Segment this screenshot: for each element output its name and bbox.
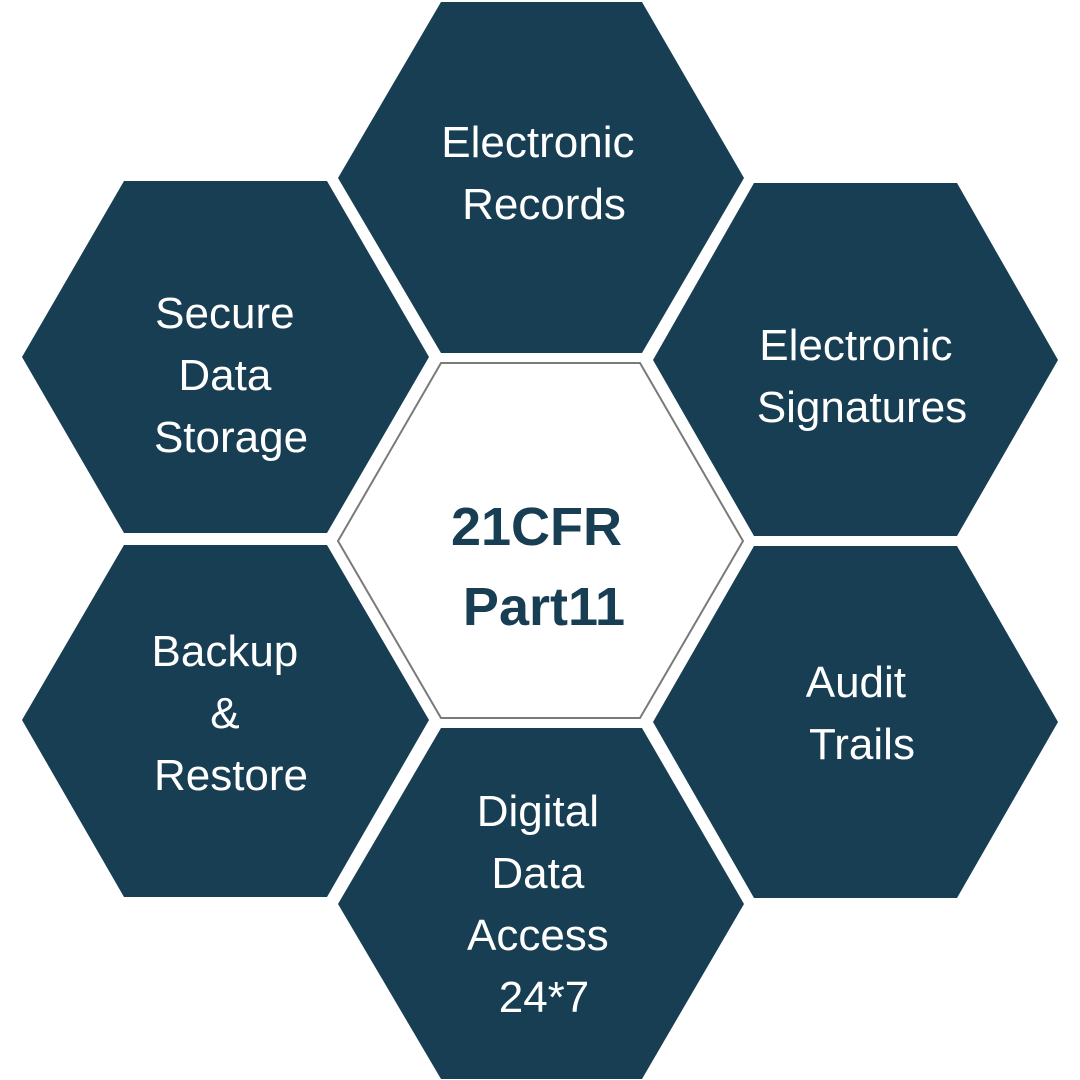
segment-hexagon bbox=[338, 728, 744, 1079]
segment-label-line: Restore bbox=[154, 751, 308, 800]
segment-digital-data-access: Digital Data Access 24*7 bbox=[338, 728, 744, 1079]
center-hexagon: 21CFR Part11 bbox=[336, 362, 745, 719]
segment-label-line: & bbox=[210, 689, 239, 738]
center-title-line: 21CFR bbox=[451, 497, 622, 557]
segment-label-line: Data bbox=[491, 849, 584, 898]
segment-label: Backup & Restore bbox=[152, 627, 311, 800]
segment-label-line: Storage bbox=[154, 413, 308, 462]
segment-label: Digital Data Access 24*7 bbox=[467, 787, 621, 1022]
segment-label-line: Trails bbox=[809, 720, 915, 769]
segment-label-line: Data bbox=[178, 351, 271, 400]
segment-electronic-signatures: Electronic Signatures bbox=[653, 183, 1058, 536]
segment-label: Electronic Signatures bbox=[757, 321, 967, 432]
segment-label-line: Electronic bbox=[441, 118, 634, 167]
segment-label-line: Digital bbox=[477, 787, 599, 836]
segment-label-line: Access bbox=[467, 911, 609, 960]
segment-hexagon bbox=[338, 2, 744, 353]
segment-audit-trails: Audit Trails bbox=[653, 546, 1058, 898]
segment-label: Secure Data Storage bbox=[154, 289, 308, 462]
segment-backup-restore: Backup & Restore bbox=[22, 545, 429, 897]
segment-hexagon bbox=[653, 546, 1058, 898]
segment-label: Electronic Records bbox=[441, 118, 646, 229]
segment-label-line: Audit bbox=[806, 658, 906, 707]
segment-label-line: Electronic bbox=[759, 321, 952, 370]
segment-secure-data-storage: Secure Data Storage bbox=[22, 181, 429, 533]
center-title: 21CFR Part11 bbox=[451, 497, 637, 637]
segment-label: Audit Trails bbox=[806, 658, 919, 769]
center-title-line: Part11 bbox=[463, 577, 625, 637]
segment-electronic-records: Electronic Records bbox=[338, 2, 744, 353]
segment-hexagon bbox=[22, 181, 429, 533]
segment-label-line: Signatures bbox=[757, 383, 967, 432]
segment-label-line: Backup bbox=[152, 627, 299, 676]
center-hexagon-shape bbox=[336, 362, 745, 719]
segment-hexagon bbox=[653, 183, 1058, 536]
segment-label-line: 24*7 bbox=[499, 973, 590, 1022]
segment-label-line: Secure bbox=[155, 289, 294, 338]
segment-label-line: Records bbox=[462, 180, 626, 229]
segment-hexagon bbox=[22, 545, 429, 897]
